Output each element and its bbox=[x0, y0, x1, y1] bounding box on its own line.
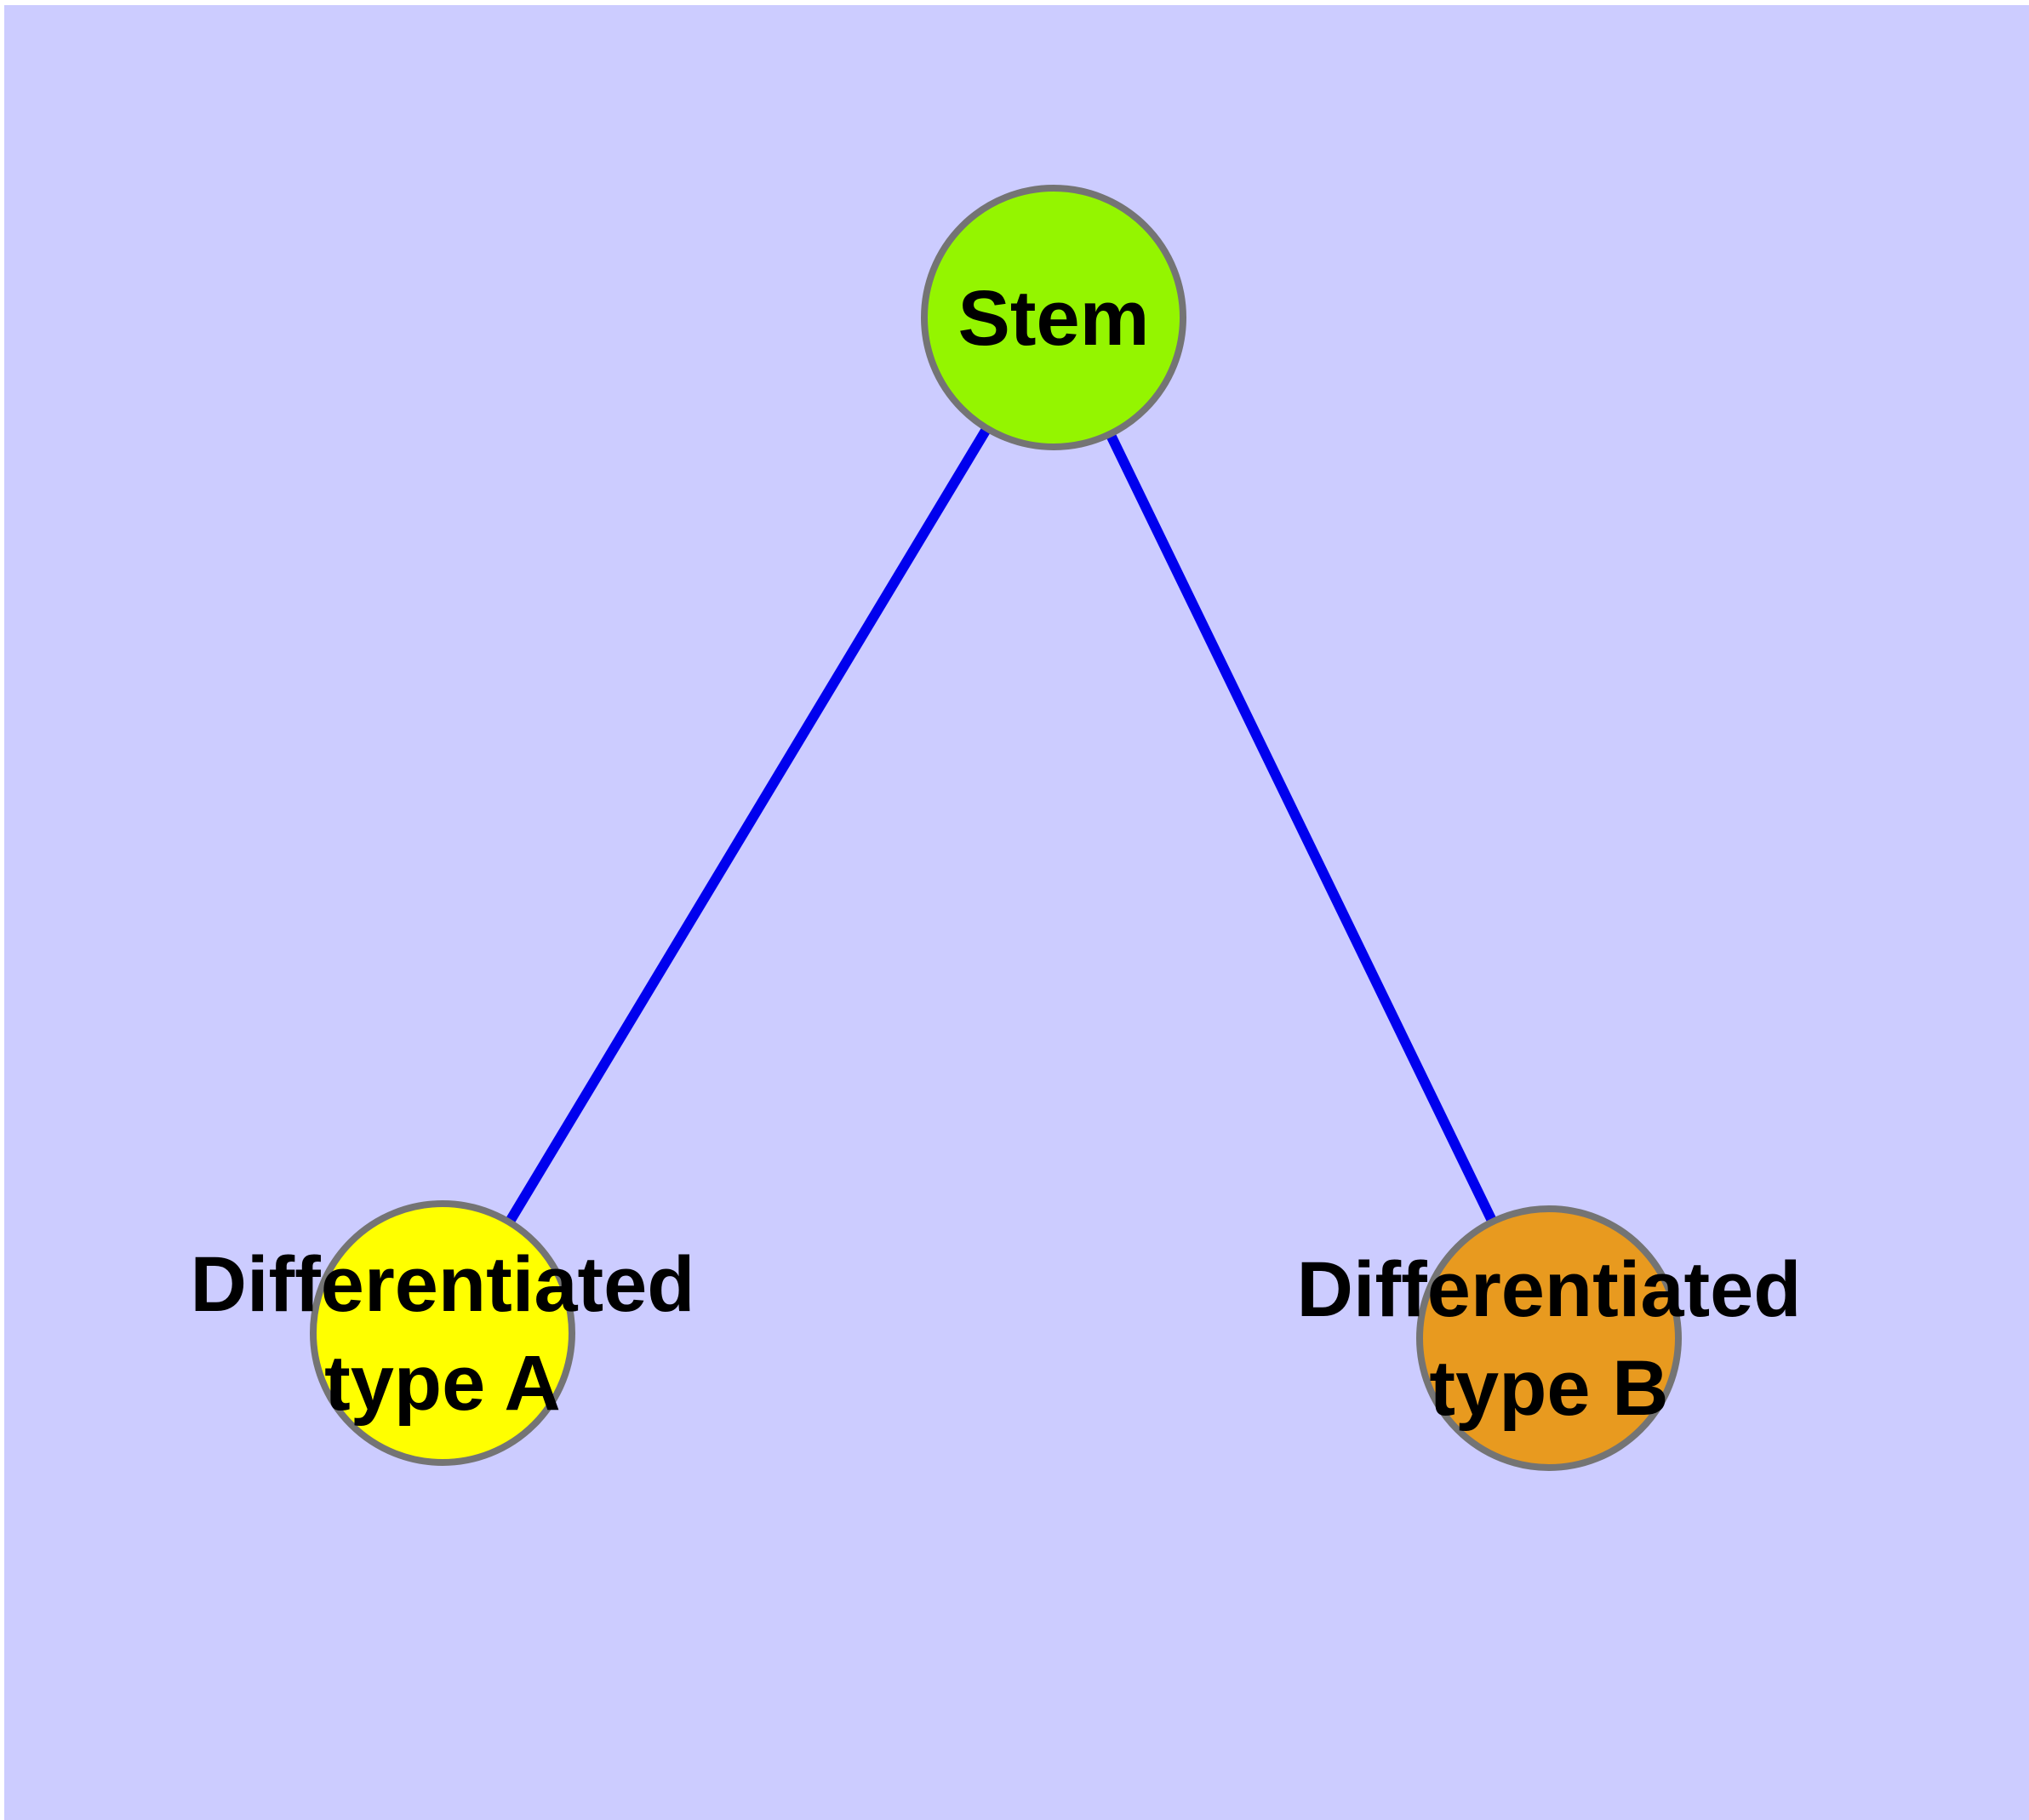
node-differentiated-type-a: Differentiated type A bbox=[191, 1200, 695, 1466]
node-type-b-label-line2: type B bbox=[1429, 1345, 1668, 1432]
node-type-a-label-line2: type A bbox=[324, 1340, 561, 1427]
node-type-b-label-line1: Differentiated bbox=[1297, 1246, 1802, 1333]
node-stem: Stem bbox=[921, 185, 1186, 450]
node-differentiated-type-b: Differentiated type B bbox=[1297, 1205, 1802, 1471]
node-type-a-circle bbox=[310, 1200, 575, 1466]
node-type-a-label-line1: Differentiated bbox=[191, 1241, 695, 1328]
node-stem-circle bbox=[921, 185, 1186, 450]
node-type-b-circle bbox=[1416, 1205, 1682, 1471]
node-stem-label: Stem bbox=[958, 275, 1150, 362]
edge-stem-to-type-a bbox=[437, 314, 1059, 1336]
edge-stem-to-type-b bbox=[1049, 315, 1554, 1341]
